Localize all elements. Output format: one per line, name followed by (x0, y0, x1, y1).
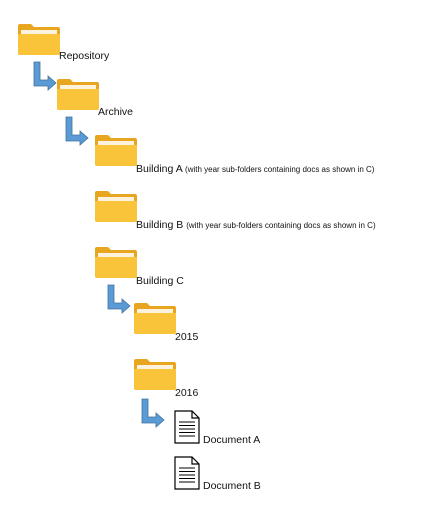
building-b-note: (with year sub-folders containing docs a… (186, 221, 376, 230)
folder-icon (134, 359, 176, 390)
document-icon (174, 456, 200, 490)
folder-icon (134, 303, 176, 334)
document-a-label: Document A (203, 434, 261, 446)
repository-label: Repository (59, 50, 110, 62)
document-b-label: Document B (203, 480, 261, 492)
folder-icon (57, 79, 99, 110)
folder-icon (95, 135, 137, 166)
elbow-arrow-icon (33, 61, 57, 91)
building-a-note: (with year sub-folders containing docs a… (185, 165, 375, 174)
folder-icon (18, 24, 60, 55)
document-icon (174, 410, 200, 444)
building-a-name: Building A (136, 163, 183, 175)
year-2015-label: 2015 (175, 331, 199, 343)
elbow-arrow-icon (141, 398, 165, 428)
building-a-label: Building A (with year sub-folders contai… (136, 163, 374, 176)
elbow-arrow-icon (65, 116, 89, 146)
folder-icon (95, 247, 137, 278)
archive-label: Archive (98, 106, 134, 118)
year-2016-label: 2016 (175, 387, 199, 399)
building-b-label: Building B (with year sub-folders contai… (136, 219, 376, 232)
elbow-arrow-icon (107, 284, 131, 314)
folder-icon (95, 191, 137, 222)
building-c-label: Building C (136, 275, 184, 287)
building-b-name: Building B (136, 219, 184, 231)
